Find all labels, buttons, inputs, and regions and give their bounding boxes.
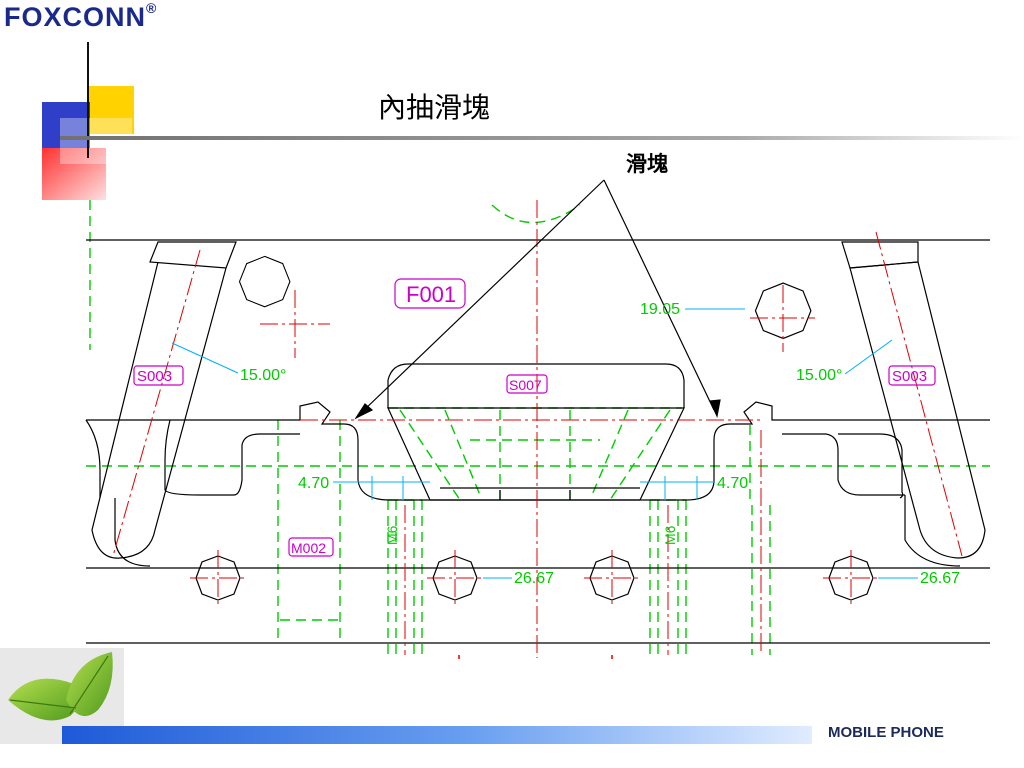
footer-label: MOBILE PHONE	[828, 724, 944, 741]
dim-angle-left: 15.00°	[240, 367, 286, 384]
bolt-hole	[238, 255, 291, 308]
dim-pitch-right: 26.67	[920, 570, 960, 587]
tag-f001: F001	[406, 282, 456, 307]
bolt-hole	[589, 555, 635, 601]
slide-title: 內抽滑塊	[378, 91, 491, 124]
registered-mark: ®	[146, 0, 158, 16]
tag-s007: S007	[509, 377, 542, 393]
bolt-hole	[195, 555, 241, 601]
foxconn-logo: FOXCONN®	[4, 0, 158, 33]
feature-tags	[133, 278, 936, 557]
deco-red-square	[42, 148, 106, 200]
tag-m002: M002	[291, 540, 326, 556]
tag-s003-left: S003	[137, 368, 172, 385]
bolt-hole	[432, 555, 478, 601]
dim-angle-right: 15.00°	[796, 367, 842, 384]
hidden-lines	[86, 200, 990, 655]
deco-yellow-square	[88, 86, 134, 134]
thread-label-left: M6	[384, 525, 400, 545]
dimension-leaders	[171, 308, 918, 579]
bottom-ticks	[458, 655, 613, 659]
dim-gap-left: 4.70	[298, 475, 329, 492]
title-rule	[60, 136, 1024, 140]
part-outlines	[85, 239, 990, 644]
dim-pitch-center: 26.67	[514, 570, 554, 587]
dim-gap-right: 4.70	[717, 475, 748, 492]
tag-s003-right: S003	[892, 368, 927, 385]
thread-label-right: M6	[662, 525, 678, 545]
callout-label: 滑塊	[626, 151, 668, 176]
bolt-hole	[828, 555, 874, 601]
dim-top-right: 19.05	[640, 301, 680, 318]
footer-bar	[62, 726, 812, 744]
logo-text: FOXCONN	[4, 2, 146, 32]
callout-arrows	[354, 179, 721, 420]
deco-blue-square	[42, 102, 90, 152]
leaf-image	[8, 652, 113, 721]
center-lines	[112, 200, 963, 658]
